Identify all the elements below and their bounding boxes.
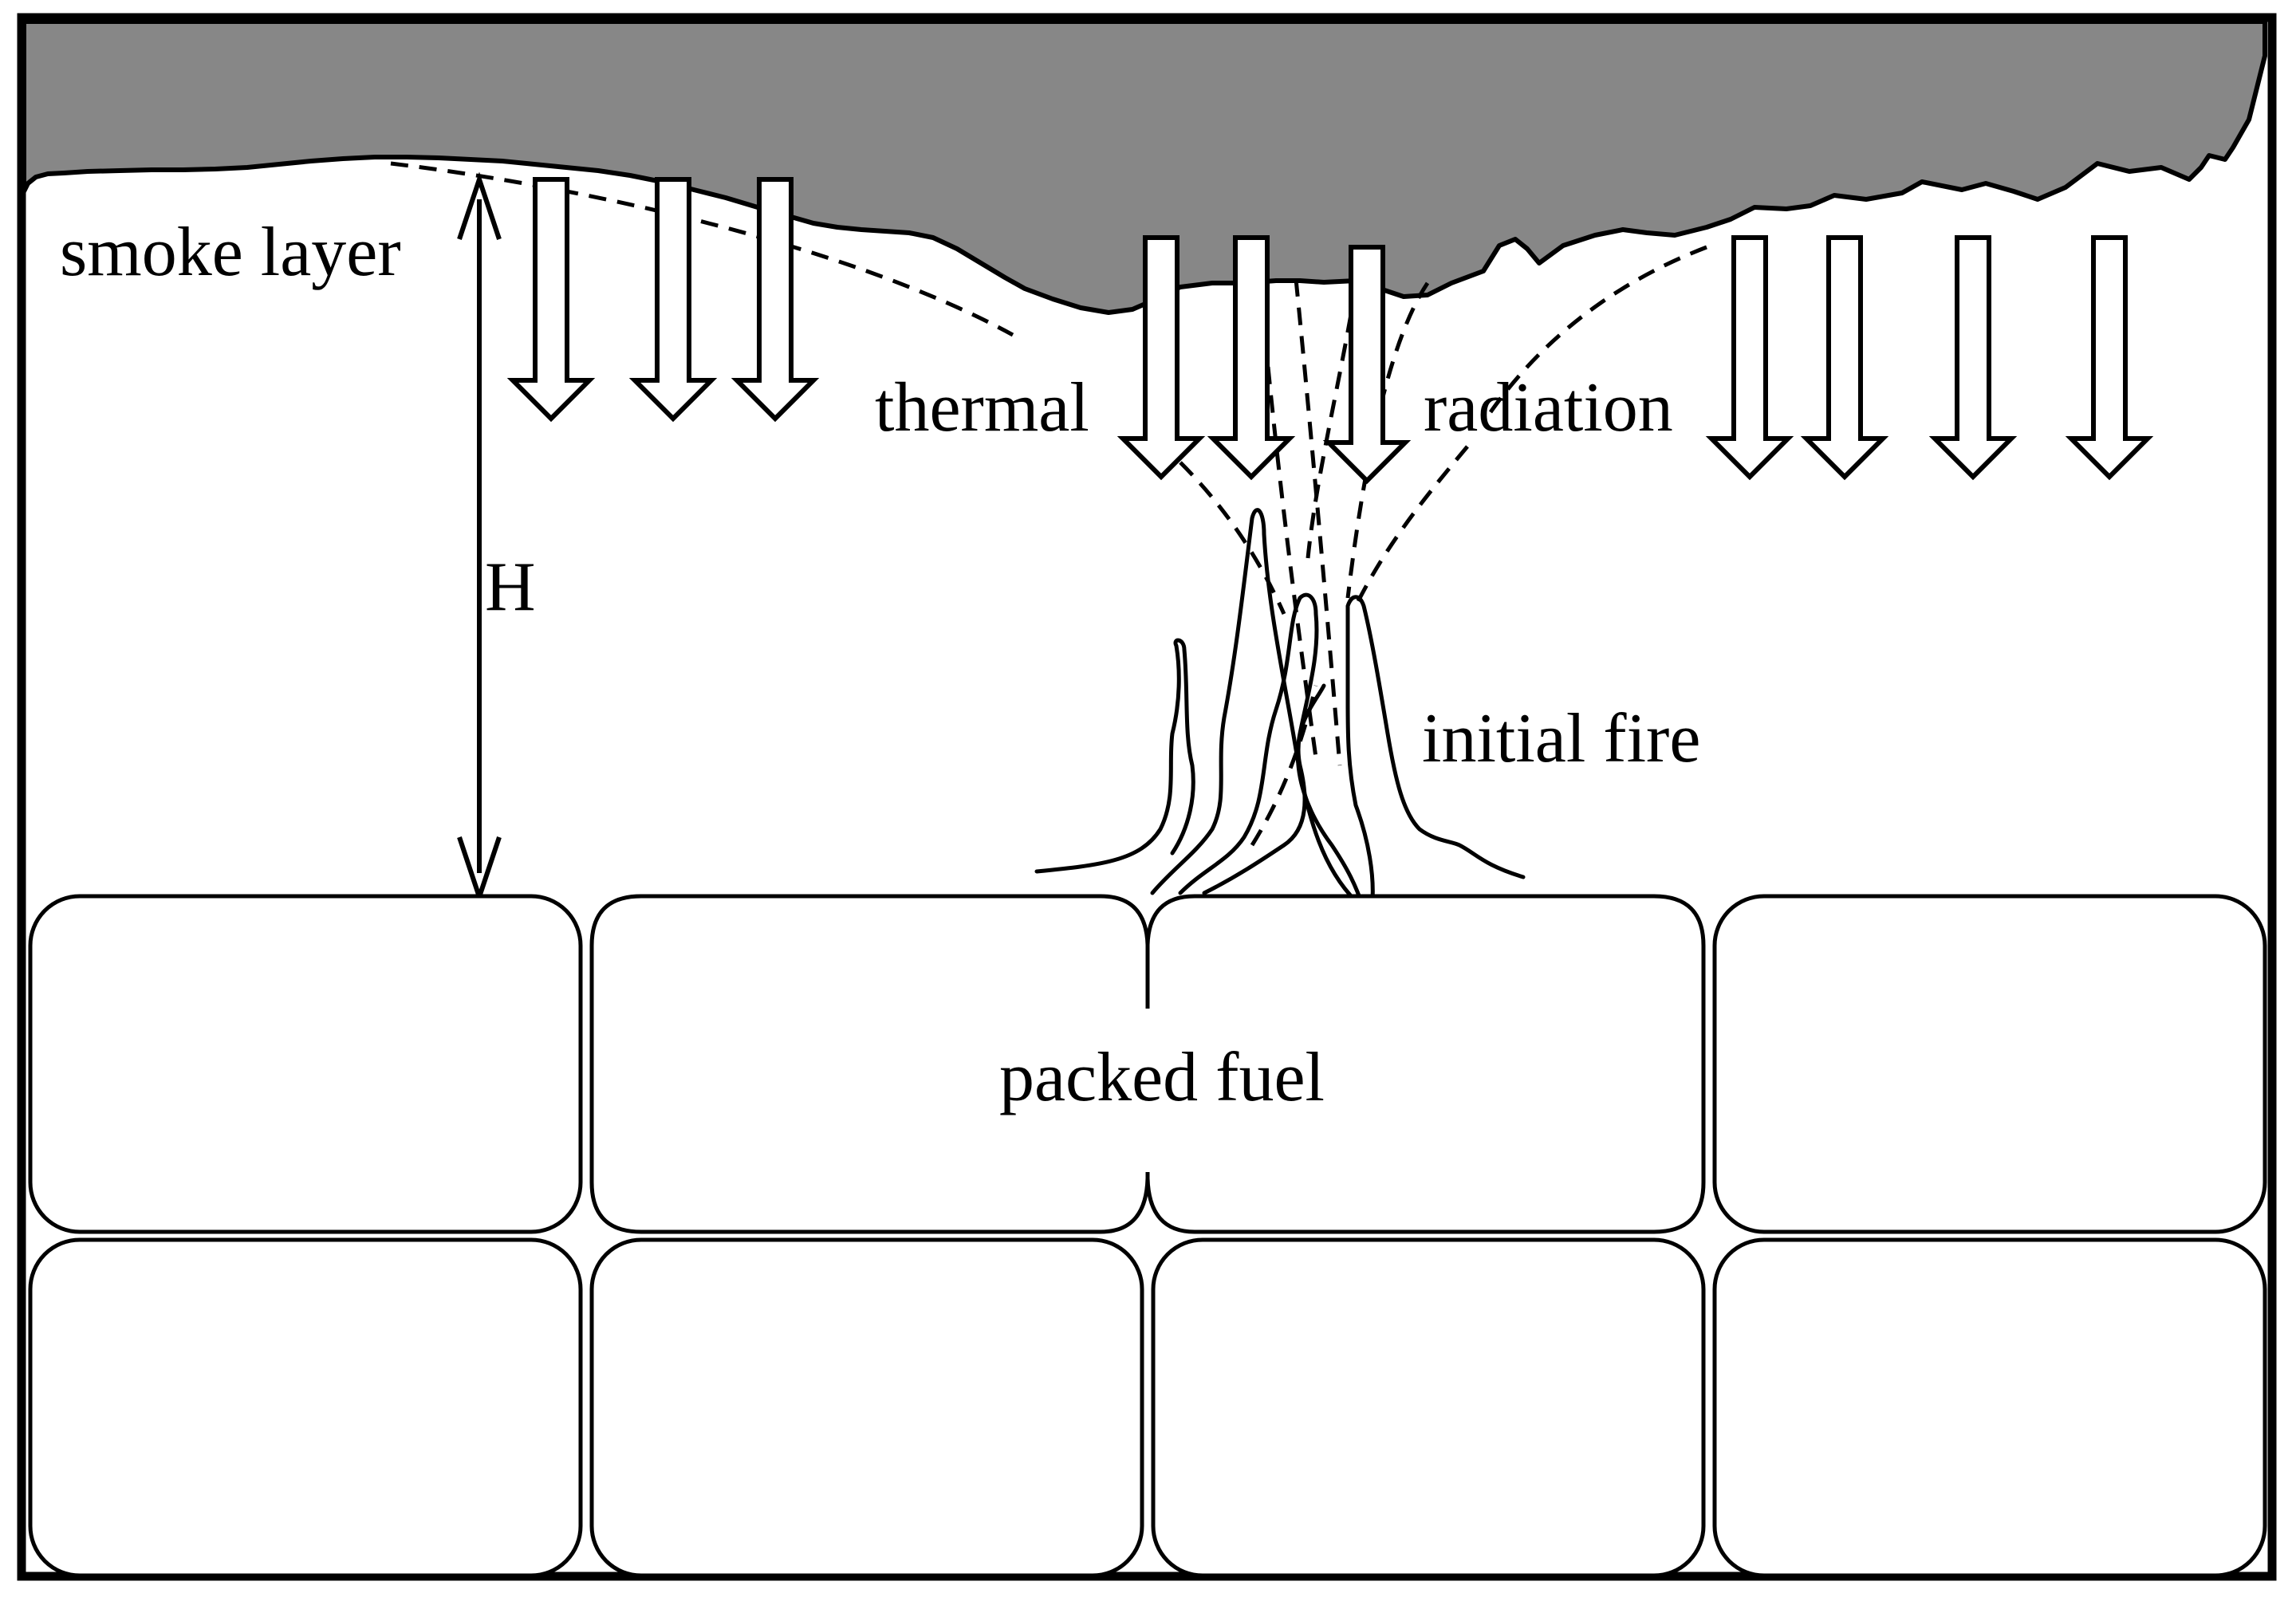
packed-fuel-label: packed fuel — [999, 1039, 1325, 1116]
radiation-arrow — [2065, 235, 2154, 481]
radiation-arrow — [731, 177, 820, 423]
height-label: H — [485, 549, 536, 626]
fuel-box — [1151, 1237, 1706, 1578]
smoke-layer-label: smoke layer — [60, 214, 401, 291]
radiation-arrow — [628, 177, 718, 423]
thermal-label: thermal — [875, 369, 1089, 446]
flame-stroke — [1202, 683, 1326, 895]
plume-boundary-right-outer — [1481, 245, 1707, 424]
fuel-box — [1712, 1237, 2267, 1578]
radiation-arrow — [1705, 235, 1794, 481]
packed-fuel-boxes-top — [28, 894, 2267, 1234]
packed-fuel-boxes — [28, 1237, 2267, 1578]
fuel-box — [1712, 894, 2267, 1234]
plume-boundary-left-outer — [390, 161, 1014, 337]
initial-fire-label: initial fire — [1422, 700, 1700, 777]
radiation-arrow — [1322, 245, 1412, 485]
height-arrowhead-top — [457, 171, 502, 240]
radiation-arrows — [506, 177, 2154, 485]
fuel-box — [589, 1237, 1144, 1578]
fuel-box-merged — [589, 894, 1706, 1234]
initial-fire-flames — [1034, 508, 1526, 919]
radiation-arrow — [1116, 235, 1206, 481]
radiation-arrow — [506, 177, 596, 423]
radiation-arrow — [1207, 235, 1296, 481]
flame-stroke — [1345, 595, 1526, 911]
smoke-layer — [22, 19, 2267, 315]
plume-boundary-center-a — [1266, 366, 1318, 758]
flame-stroke — [1178, 592, 1366, 911]
plume-boundary-right — [1353, 445, 1469, 608]
fuel-box — [28, 894, 583, 1234]
radiation-arrow — [1800, 235, 1889, 481]
flame-stroke — [1034, 638, 1195, 874]
radiation-label: radiation — [1424, 369, 1673, 446]
fuel-box — [28, 1237, 583, 1578]
plume-boundary-left-inner — [1179, 461, 1286, 616]
radiation-arrow — [1928, 235, 2018, 481]
